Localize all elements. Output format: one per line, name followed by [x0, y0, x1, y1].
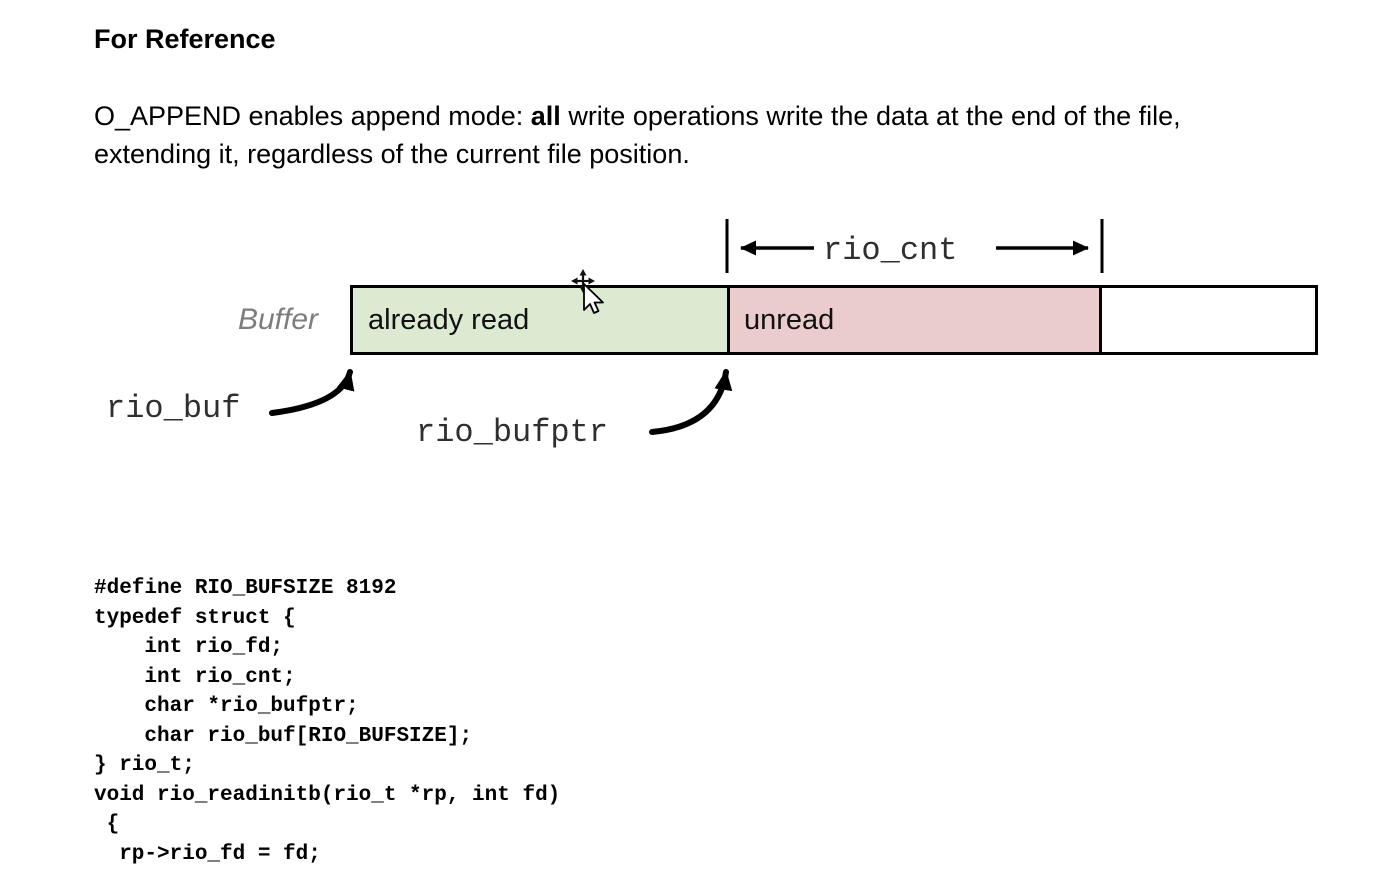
page-title: For Reference [94, 24, 276, 54]
already-read-segment: already read [353, 288, 727, 352]
rio-buf-label: rio_buf [106, 390, 241, 427]
unread-label: unread [744, 303, 835, 336]
already-read-label: already read [368, 303, 530, 336]
code-line: char *rio_bufptr; [94, 695, 359, 718]
buffer-label: Buffer [237, 303, 318, 336]
code-block: #define RIO_BUFSIZE 8192 typedef struct … [94, 574, 560, 869]
code-line: void rio_readinitb(rio_t *rp, int fd) [94, 783, 561, 807]
code-line: int rio_fd; [94, 636, 284, 659]
empty-segment [1102, 288, 1315, 352]
code-line: char rio_buf[RIO_BUFSIZE]; [94, 724, 473, 748]
code-line: { [94, 813, 120, 836]
code-line: typedef struct { [94, 606, 296, 630]
paragraph-bold-all: all [530, 101, 561, 131]
paragraph-line2: extending it, regardless of the current … [94, 139, 690, 169]
code-line: int rio_cnt; [94, 665, 296, 689]
code-line: } rio_t; [94, 754, 195, 777]
rio-bufptr-label: rio_bufptr [416, 414, 609, 451]
code-line: #define RIO_BUFSIZE 8192 [94, 577, 397, 600]
unread-segment: unread [727, 288, 1102, 352]
rio-buf-arrow [269, 369, 355, 416]
paragraph-line1-post: write operations write the data at the e… [560, 101, 1181, 131]
rio-cnt-label: rio_cnt [823, 232, 958, 269]
code-line: rp->rio_fd = fd; [94, 842, 321, 866]
o-append-paragraph: O_APPEND enables append mode: all write … [94, 97, 1181, 173]
rio-bufptr-arrow [649, 369, 733, 435]
buffer-bar: already read unread [350, 285, 1318, 355]
paragraph-line1-pre: O_APPEND enables append mode: [94, 101, 531, 131]
